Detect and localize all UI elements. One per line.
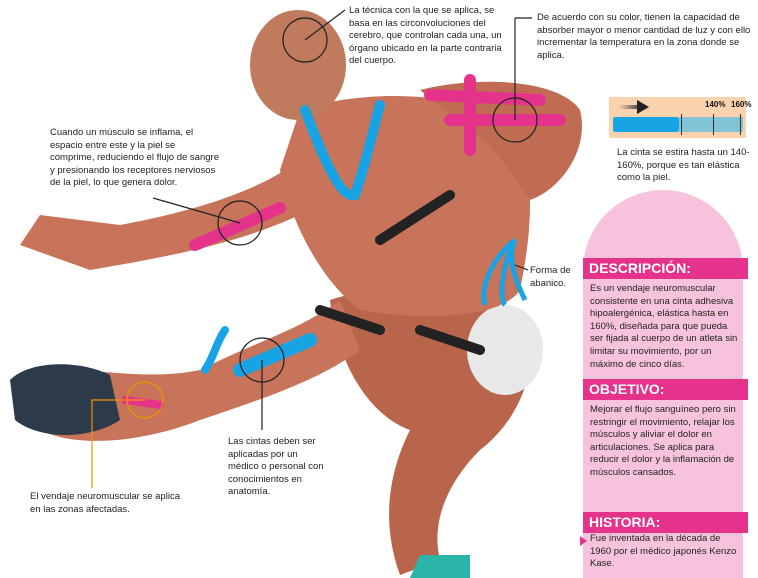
black-tape-leg [315,305,485,355]
objective-heading: OBJETIVO: [583,379,748,400]
right-arm [420,81,582,200]
label-160: 160% [731,100,752,109]
blue-tape-neck [300,100,385,201]
knee-pad [467,305,543,395]
annotation-brain: La técnica con la que se aplica, se basa… [349,5,502,66]
stretch-bar-fill [613,117,679,132]
callout-line-arm [152,197,241,224]
callout-line-ankle [91,399,145,488]
triangle-marker-icon [580,536,587,546]
description-heading: DESCRIPCIÓN: [583,258,748,279]
tick-140 [713,114,714,135]
tick-160 [740,114,741,135]
annotation-inflammation: Cuando un músculo se inflama, el espacio… [50,127,219,188]
history-heading: HISTORIA: [583,512,748,533]
description-text: Es un vendaje neuromuscular consistente … [590,283,738,370]
black-tape-chest [375,190,455,245]
left-arm [20,160,310,270]
annotation-color: De acuerdo con su color, tienen la capac… [537,12,751,61]
callout-circle-brain [282,17,328,63]
blue-tape-thigh [233,333,317,377]
label-140: 140% [705,100,726,109]
callout-line-brain [304,9,346,41]
stretch-caption: La cinta se estira hasta un 140-160%, po… [617,147,750,183]
stretch-gauge: 140% 160% [609,97,751,138]
objective-text: Mejorar el flujo sanguíneo pero sin rest… [590,404,736,478]
blue-tape-lower [201,326,229,374]
callout-circle-arm [217,200,263,246]
history-text: Fue inventada en la década de 1960 por e… [590,533,737,570]
right-shoe [410,555,470,578]
callout-line-fan [514,264,529,271]
blue-tape-fan [481,238,528,307]
annotation-fan: Forma de abanico. [530,265,571,289]
annotation-affected-areas: El vendaje neuromuscular se aplica en la… [30,491,180,515]
head [250,10,346,120]
pink-tape-ankle [121,396,164,409]
arrow-motion-trail [619,105,637,109]
pink-tape-arm [189,202,286,251]
tick-100 [681,114,682,135]
annotation-applied-by: Las cintas deben ser aplicadas por un mé… [228,436,324,497]
arrow-right-icon [637,100,649,114]
